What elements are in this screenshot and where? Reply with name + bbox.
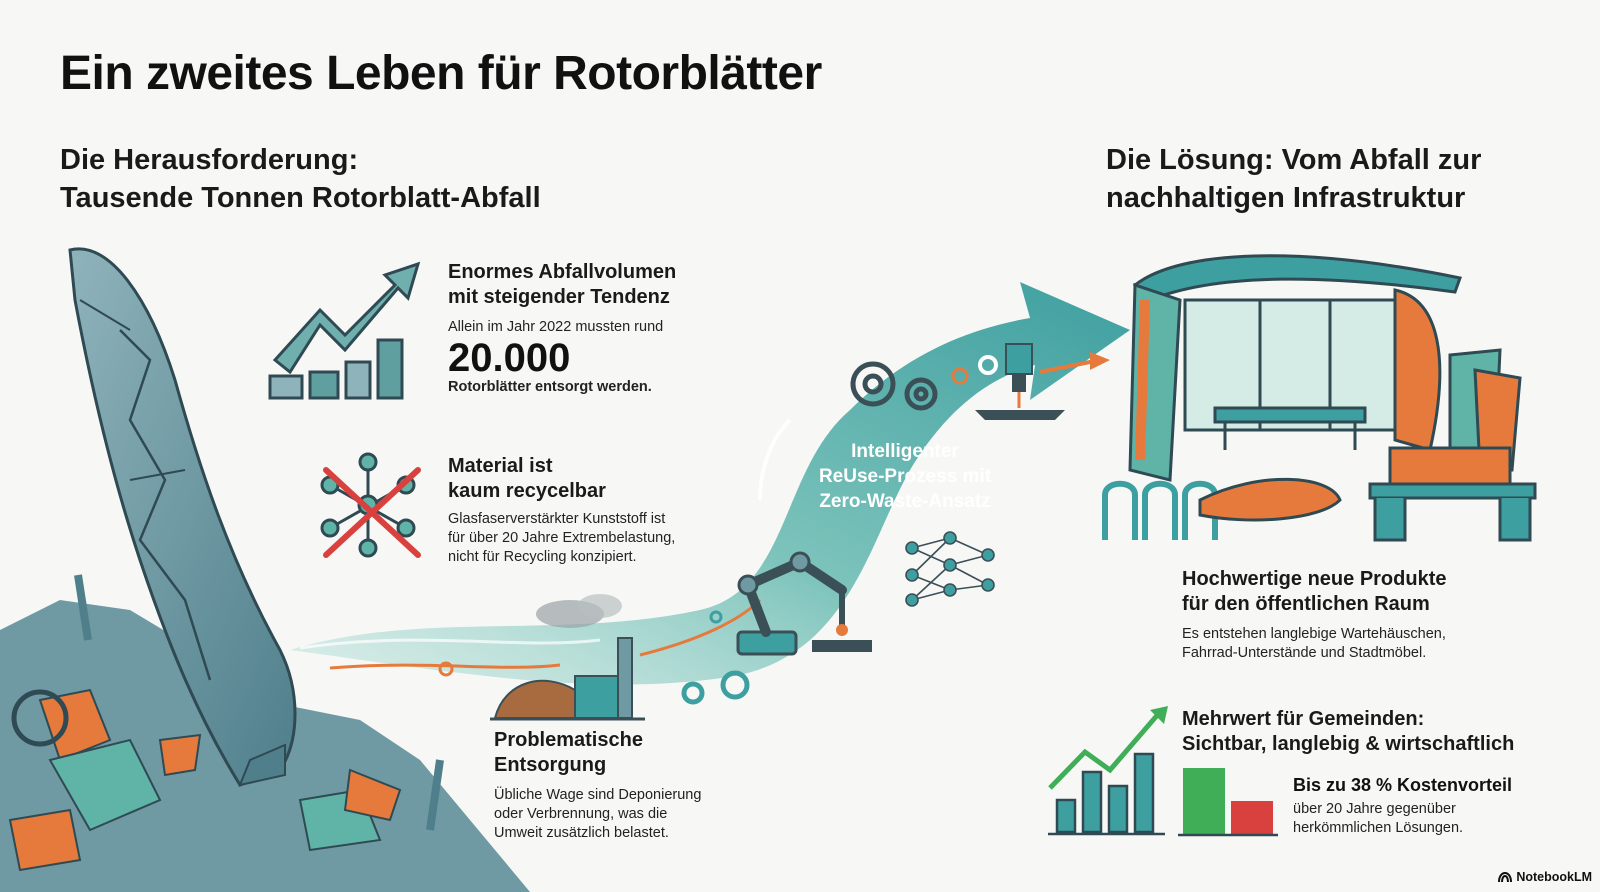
page-title: Ein zweites Leben für Rotorblätter <box>60 47 822 100</box>
material-text-line-3: nicht für Recycling konzipiert. <box>448 549 637 565</box>
cost-advantage-text-line-2: herkömmlichen Lösungen. <box>1293 820 1464 836</box>
waste-volume-title-line-2: mit steigender Tendenz <box>448 286 670 308</box>
factory-icon <box>490 594 645 721</box>
bus-shelter-illustration <box>1128 254 1462 482</box>
waste-volume-number: 20.000 <box>448 336 571 380</box>
disposal-text-line-1: Übliche Wage sind Deponierung <box>494 787 702 803</box>
products-text-line-2: Fahrrad-Unterstände und Stadtmöbel. <box>1182 645 1427 661</box>
notebooklm-logo-icon <box>1498 871 1513 883</box>
material-block: Material ist kaum recycelbar Glasfaserve… <box>448 454 675 567</box>
disposal-text-line-3: Umweit zusätzlich belastet. <box>494 825 669 841</box>
material-text: Glasfaserverstärkter Kunststoff ist für … <box>448 510 675 567</box>
value-title: Mehrwert für Gemeinden: Sichtbar, langle… <box>1182 707 1514 757</box>
material-title-line-1: Material ist <box>448 455 553 477</box>
waste-volume-title-line-1: Enormes Abfallvolumen <box>448 261 677 283</box>
material-title-line-2: kaum recycelbar <box>448 480 606 502</box>
disposal-title: Problematische Entsorgung <box>494 728 701 778</box>
material-text-line-1: Glasfaserverstärkter Kunststoff ist <box>448 511 666 527</box>
products-block: Hochwertige neue Produkte für den öffent… <box>1182 567 1447 663</box>
growth-chart-icon <box>1048 706 1168 836</box>
waste-volume-title: Enormes Abfallvolumen mit steigender Ten… <box>448 260 676 310</box>
products-title-line-1: Hochwertige neue Produkte <box>1182 568 1447 590</box>
disposal-text-line-2: oder Verbrennung, was die <box>494 806 668 822</box>
process-label-line-1: Intelligenter <box>851 441 959 462</box>
material-text-line-2: für über 20 Jahre Extrembelastung, <box>448 530 676 546</box>
waste-volume-intro: Allein im Jahr 2022 mussten rund <box>448 319 664 335</box>
challenge-heading-line-2: Tausende Tonnen Rotorblatt-Abfall <box>60 182 541 214</box>
cost-advantage-block: Bis zu 38 % Kostenvorteil über 20 Jahre … <box>1293 774 1512 838</box>
products-text: Es entstehen langlebige Wartehäuschen, F… <box>1182 625 1447 663</box>
disposal-text: Übliche Wage sind Deponierung oder Verbr… <box>494 786 701 843</box>
solution-heading-line-2: nachhaltigen Infrastruktur <box>1106 182 1466 214</box>
products-text-line-1: Es entstehen langlebige Wartehäuschen, <box>1182 626 1446 642</box>
rising-arrow-icon <box>268 261 421 400</box>
robot-arm-icon <box>736 551 872 656</box>
non-recyclable-molecule-icon <box>320 452 421 558</box>
solution-heading-line-1: Die Lösung: Vom Abfall zur <box>1106 144 1482 176</box>
process-label-line-2: ReUse-Prozess mit <box>818 466 992 487</box>
cost-advantage-text: über 20 Jahre gegenüber herkömmlichen Lö… <box>1293 800 1512 838</box>
cost-advantage-text-line-1: über 20 Jahre gegenüber <box>1293 801 1456 817</box>
bench-illustration <box>1368 348 1537 542</box>
waste-volume-outro: Rotorblätter entsorgt werden. <box>448 379 652 395</box>
process-label: Intelligenter ReUse-Prozess mit Zero-Was… <box>800 439 1010 514</box>
waste-volume-block: Enormes Abfallvolumen mit steigender Ten… <box>448 260 676 395</box>
solution-heading: Die Lösung: Vom Abfall zur nachhaltigen … <box>1106 141 1481 217</box>
laser-cutter-icon <box>975 343 1065 420</box>
cost-advantage-highlight: Bis zu 38 % Kostenvorteil <box>1293 775 1513 795</box>
bike-rack-illustration <box>1102 477 1342 540</box>
disposal-title-line-1: Problematische <box>494 729 643 751</box>
products-title-line-2: für den öffentlichen Raum <box>1182 593 1430 615</box>
brand-name: NotebookLM <box>1516 870 1592 884</box>
neural-network-icon <box>905 531 995 607</box>
process-label-line-3: Zero-Waste-Ansatz <box>819 491 991 512</box>
disposal-title-line-2: Entsorgung <box>494 754 607 776</box>
material-title: Material ist kaum recycelbar <box>448 454 675 504</box>
broken-rotor-blade <box>0 247 530 892</box>
value-title-line-1: Mehrwert für Gemeinden: <box>1182 708 1425 730</box>
challenge-heading: Die Herausforderung: Tausende Tonnen Rot… <box>60 141 541 217</box>
products-title: Hochwertige neue Produkte für den öffent… <box>1182 567 1447 617</box>
brand-watermark: NotebookLM <box>1498 870 1592 884</box>
cost-comparison-icon <box>1178 768 1278 837</box>
gears-icon <box>681 355 998 705</box>
challenge-heading-line-1: Die Herausforderung: <box>60 144 359 176</box>
disposal-block: Problematische Entsorgung Übliche Wage s… <box>494 728 701 843</box>
value-title-line-2: Sichtbar, langlebig & wirtschaftlich <box>1182 733 1515 755</box>
value-block: Mehrwert für Gemeinden: Sichtbar, langle… <box>1182 707 1514 757</box>
